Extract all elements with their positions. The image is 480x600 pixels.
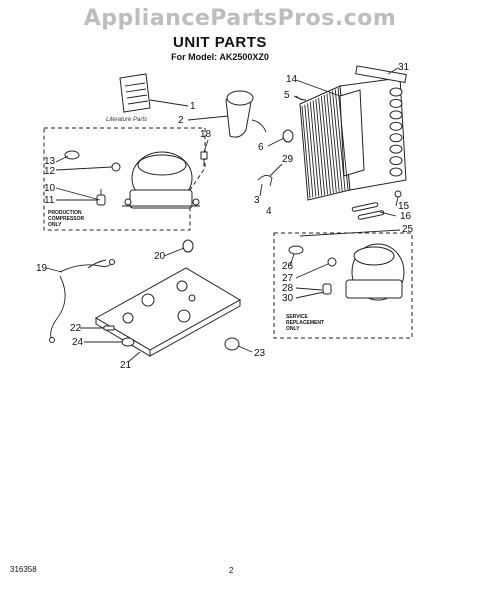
callout-12: 12 — [44, 166, 56, 177]
coil-fin — [309, 101, 320, 197]
document-number: 316358 — [10, 565, 37, 574]
coil-fin — [304, 104, 314, 198]
callout-1: 1 — [190, 101, 196, 112]
callout-3: 3 — [254, 195, 260, 206]
coil-fin — [315, 99, 326, 195]
callout-21: 21 — [120, 360, 132, 371]
coil-return-bend — [389, 167, 403, 177]
grommet-6 — [282, 129, 294, 143]
grommet-20 — [182, 239, 194, 253]
callout-29: 29 — [282, 154, 294, 165]
relay-parts — [64, 150, 121, 206]
production-note-line2: COMPRESSOR — [48, 216, 85, 222]
leader-lines — [45, 67, 401, 363]
callout-19: 19 — [36, 263, 48, 274]
callout-25: 25 — [402, 224, 414, 235]
callout-4: 4 — [266, 206, 272, 217]
coil-fin — [332, 90, 343, 192]
callout-22: 22 — [70, 323, 82, 334]
coil-return-bend — [389, 87, 403, 97]
service-note-line3: ONLY — [286, 326, 300, 332]
service-note-line1: SERVICE — [286, 314, 309, 320]
production-note-line3: ONLY — [48, 222, 62, 228]
literature-label: Literature Parts — [106, 117, 147, 123]
watermark: AppliancePartsPros.com — [83, 6, 397, 31]
coil-fin — [301, 105, 311, 199]
callout-30: 30 — [282, 293, 294, 304]
condenser-coil — [295, 65, 407, 201]
coil-return-bend — [389, 144, 403, 154]
callout-20: 20 — [154, 251, 166, 262]
base-pan — [94, 267, 242, 357]
callout-16: 16 — [400, 211, 412, 222]
page-number: 2 — [229, 566, 234, 575]
coil-fin — [320, 96, 331, 194]
coil-fin — [337, 87, 349, 191]
base-fasteners — [103, 325, 240, 351]
production-note-line1: PRODUCTION — [48, 210, 82, 216]
coil-fin — [329, 92, 340, 192]
callout-14: 14 — [286, 74, 298, 85]
model-subtitle: For Model: AK2500XZ0 — [171, 52, 269, 62]
callout-27: 27 — [282, 273, 294, 284]
callout-23: 23 — [254, 348, 266, 359]
drain-parts — [351, 190, 402, 220]
callout-15: 15 — [398, 201, 410, 212]
coil-return-bend — [389, 121, 403, 131]
callout-11: 11 — [44, 195, 55, 206]
coil-fin — [312, 100, 323, 196]
shroud-2 — [225, 90, 267, 138]
callout-28: 28 — [282, 283, 294, 294]
wiring-harness — [49, 259, 115, 343]
coil-fin — [318, 97, 328, 195]
page-title: UNIT PARTS — [173, 34, 267, 51]
coil-return-bend — [389, 98, 403, 108]
callout-31: 31 — [398, 62, 410, 73]
callout-13: 13 — [44, 156, 56, 167]
screw-18 — [200, 151, 208, 166]
compressor — [122, 151, 200, 209]
callout-5: 5 — [284, 90, 290, 101]
callout-2: 2 — [178, 115, 184, 126]
coil-fin — [334, 89, 346, 191]
service-compressor — [288, 243, 405, 301]
coil-return-bend — [389, 156, 403, 166]
coil-fin — [307, 103, 317, 197]
service-replacement-box — [273, 232, 413, 339]
literature-booklet — [119, 73, 151, 113]
callout-18: 18 — [200, 129, 212, 140]
coil-return-bend — [389, 110, 403, 120]
tube-3 — [257, 175, 273, 187]
callout-6: 6 — [258, 142, 264, 153]
coil-return-bend — [389, 133, 403, 143]
coil-fin — [326, 93, 337, 193]
callout-26: 26 — [282, 261, 294, 272]
service-note-line2: REPLACEMENT — [286, 320, 324, 326]
coil-fin — [323, 94, 334, 194]
callout-10: 10 — [44, 183, 56, 194]
callout-24: 24 — [72, 337, 84, 348]
callout-labels: 1234561011121314151618192021222324252627… — [36, 62, 414, 371]
